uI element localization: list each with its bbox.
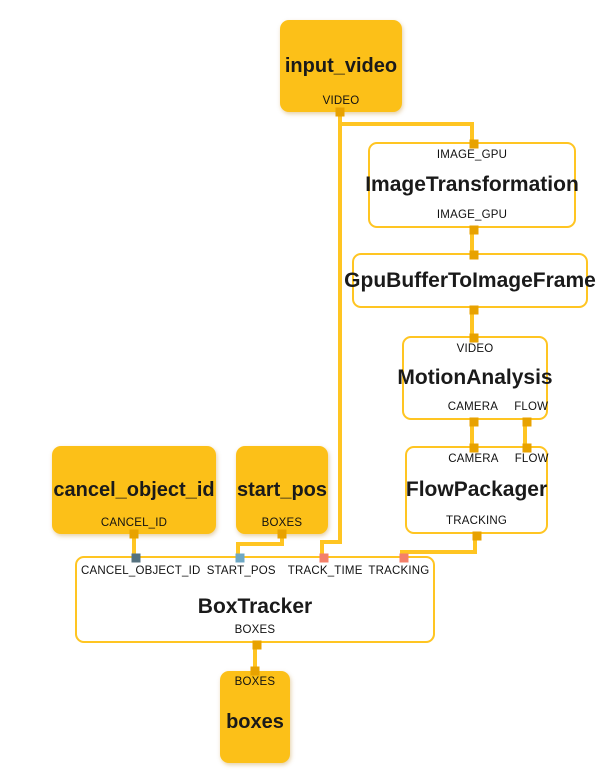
edge-flowpackager-tracking xyxy=(400,534,477,556)
node-title: BoxTracker xyxy=(197,594,313,618)
connector-track-time-in xyxy=(319,553,329,563)
input-ports: IMAGE_GPU xyxy=(370,149,574,161)
connector-flow-in xyxy=(522,443,532,453)
node-title: boxes xyxy=(226,711,284,733)
node-gpu-buffer-to-image-frame[interactable]: GpuBufferToImageFrame xyxy=(344,250,596,315)
node-title: ImageTransformation xyxy=(365,173,579,197)
input-ports: CAMERA FLOW xyxy=(407,453,549,465)
connector-gpubuffer-out xyxy=(469,305,479,315)
output-ports: TRACKING xyxy=(407,515,546,527)
port-label-start-pos: START_POS xyxy=(206,565,276,577)
node-title: GpuBufferToImageFrame xyxy=(344,268,596,292)
node-title: cancel_object_id xyxy=(53,479,215,501)
port-label-boxes-out: BOXES xyxy=(261,517,303,529)
node-image-transformation[interactable]: IMAGE_GPU ImageTransformation IMAGE_GPU xyxy=(365,139,579,235)
node-title: FlowPackager xyxy=(405,478,548,502)
connector-video-in xyxy=(469,333,479,343)
connector-start-pos-in xyxy=(235,553,245,563)
port-label-flow-out: FLOW xyxy=(514,401,549,413)
output-ports: VIDEO xyxy=(280,95,402,107)
port-label-tracking-in: TRACKING xyxy=(368,565,430,577)
port-label-video-in: VIDEO xyxy=(456,343,494,355)
connector-flow-out xyxy=(522,417,532,427)
output-ports: CANCEL_ID xyxy=(52,517,216,529)
connector-camera-out xyxy=(469,417,479,427)
connector-cancel-object-id-in xyxy=(131,553,141,563)
port-label-boxes-in: BOXES xyxy=(234,676,276,688)
output-ports: CAMERA FLOW xyxy=(404,401,549,413)
port-label-camera-in: CAMERA xyxy=(448,453,499,465)
connector-tracking-in xyxy=(399,553,409,563)
port-label-image-gpu-out: IMAGE_GPU xyxy=(436,209,508,221)
input-ports: BOXES xyxy=(220,676,290,688)
connector-boxes-in xyxy=(250,666,260,676)
port-label-image-gpu-in: IMAGE_GPU xyxy=(436,149,508,161)
connector-image-gpu-out xyxy=(469,225,479,235)
connector-tracking-out xyxy=(472,531,482,541)
node-title: MotionAnalysis xyxy=(397,366,553,390)
port-label-camera-out: CAMERA xyxy=(447,401,499,413)
output-ports: BOXES xyxy=(236,517,328,529)
connector-video-out xyxy=(335,107,345,117)
connector-cancel-id-out xyxy=(129,529,139,539)
node-motion-analysis[interactable]: VIDEO MotionAnalysis CAMERA FLOW xyxy=(397,333,553,427)
node-cancel-object-id[interactable]: cancel_object_id CANCEL_ID xyxy=(52,446,216,539)
connector-startpos-boxes-out xyxy=(277,529,287,539)
port-label-video: VIDEO xyxy=(322,95,360,107)
port-label-cancel-object-id: CANCEL_OBJECT_ID xyxy=(81,565,201,577)
port-label-cancel-id: CANCEL_ID xyxy=(100,517,168,529)
port-label-tracking-out: TRACKING xyxy=(445,515,508,527)
connector-camera-in xyxy=(469,443,479,453)
node-title: input_video xyxy=(284,55,398,77)
node-input-video[interactable]: input_video VIDEO xyxy=(280,20,402,117)
output-ports: BOXES xyxy=(77,624,433,636)
connector-boxtracker-boxes-out xyxy=(252,640,262,650)
connector-image-gpu-in xyxy=(469,139,479,149)
input-ports: VIDEO xyxy=(404,343,546,355)
node-boxes[interactable]: BOXES boxes xyxy=(220,666,290,763)
input-ports: CANCEL_OBJECT_ID START_POS TRACK_TIME TR… xyxy=(77,565,433,577)
edge-inputvideo-imagetransformation xyxy=(338,112,474,142)
node-flow-packager[interactable]: CAMERA FLOW FlowPackager TRACKING xyxy=(405,443,549,541)
port-label-flow-in: FLOW xyxy=(514,453,549,465)
port-label-boxes-out: BOXES xyxy=(234,624,276,636)
node-box-tracker[interactable]: CANCEL_OBJECT_ID START_POS TRACK_TIME TR… xyxy=(75,553,435,650)
output-ports: IMAGE_GPU xyxy=(370,209,574,221)
connector-gpubuffer-in xyxy=(469,250,479,260)
edge-startpos-boxtracker xyxy=(236,534,284,556)
node-start-pos[interactable]: start_pos BOXES xyxy=(236,446,328,539)
node-title: start_pos xyxy=(236,479,328,501)
port-label-track-time: TRACK_TIME xyxy=(287,565,363,577)
